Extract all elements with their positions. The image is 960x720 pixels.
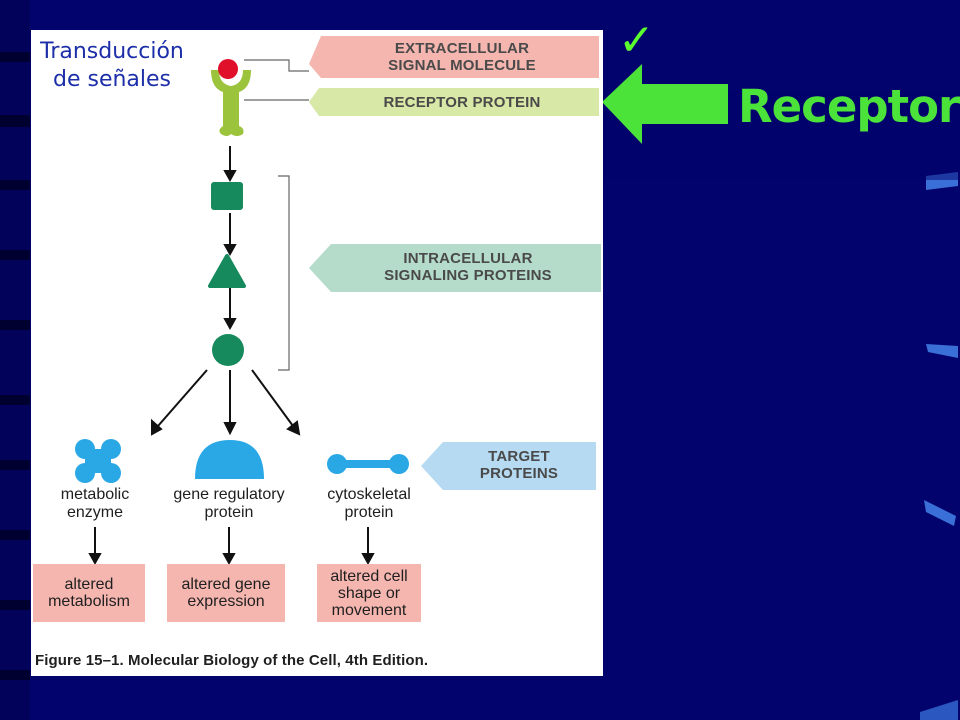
signal-molecule-shape bbox=[218, 59, 238, 79]
cytoskeletal-shape bbox=[327, 454, 409, 474]
receptor-protein-shape bbox=[211, 70, 251, 136]
intracellular-label: INTRACELLULAR SIGNALING PROTEINS bbox=[384, 250, 552, 284]
extracellular-label-bg bbox=[309, 36, 599, 78]
figure-drawing bbox=[75, 36, 601, 566]
extracellular-label: EXTRACELLULAR SIGNAL MOLECULE bbox=[388, 40, 536, 74]
intracellular-label-bg bbox=[309, 244, 601, 292]
check-mark-icon: ✓ bbox=[618, 15, 655, 66]
target-name-metabolic: metabolic enzyme bbox=[60, 486, 130, 521]
receptor-callout: Receptor bbox=[738, 80, 960, 133]
slide-title: Transducción de señales bbox=[40, 39, 184, 92]
square-signaling-protein bbox=[211, 182, 243, 210]
receptor-protein-label: RECEPTOR PROTEIN bbox=[383, 94, 541, 111]
metabolic-enzyme-shape bbox=[75, 439, 121, 483]
receptor-label-bg bbox=[309, 88, 599, 116]
outcome-cell-shape: altered cell shape or movement bbox=[317, 564, 421, 622]
target-label: TARGET PROTEINS bbox=[479, 448, 559, 482]
green-arrow-icon bbox=[602, 64, 728, 144]
gene-regulatory-shape bbox=[195, 440, 264, 479]
outcome-gene-expression: altered gene expression bbox=[167, 564, 285, 622]
figure-caption: Figure 15–1. Molecular Biology of the Ce… bbox=[35, 652, 429, 669]
signal-transduction-figure: Transducción de señales EXTRACELLULAR SI… bbox=[31, 30, 603, 676]
triangle-signaling-protein bbox=[208, 254, 246, 288]
target-label-bg bbox=[421, 442, 596, 490]
target-name-cytoskeletal: cytoskeletal protein bbox=[327, 486, 411, 521]
target-name-gene-regulatory: gene regulatory protein bbox=[173, 486, 285, 521]
outcome-metabolism: altered metabolism bbox=[33, 564, 145, 622]
circle-signaling-protein bbox=[212, 334, 244, 366]
